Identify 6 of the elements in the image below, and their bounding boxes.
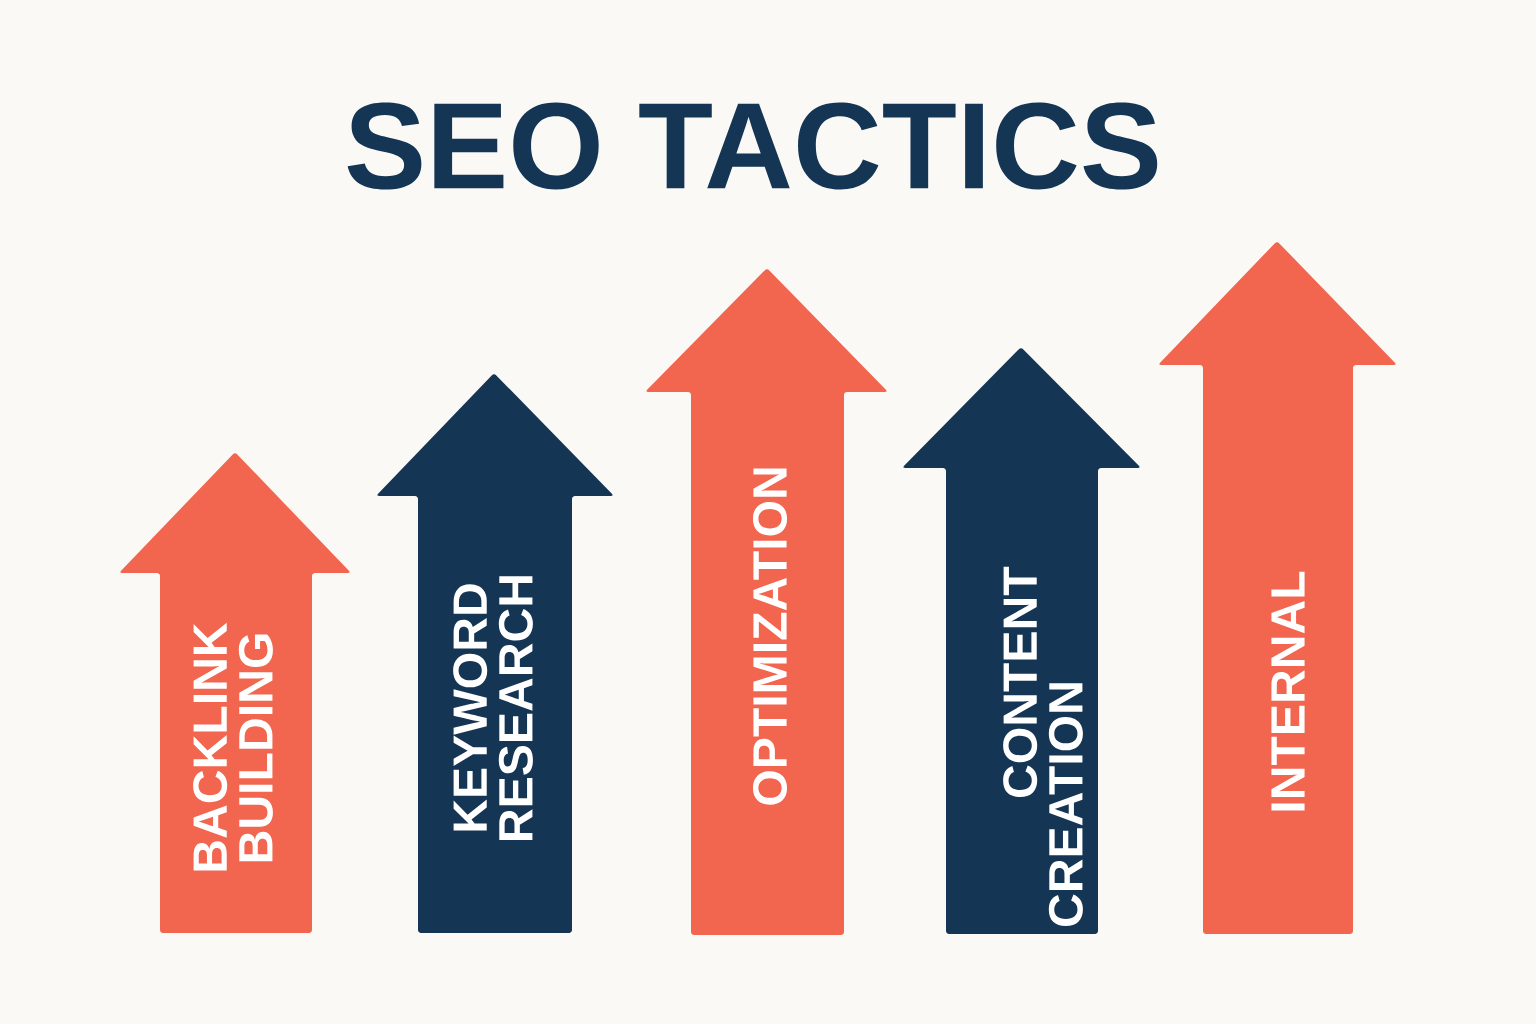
arrow-block: KEYWORD RESEARCH <box>377 374 613 933</box>
arrow-block: INTERNAL <box>1159 242 1396 934</box>
arrow-block: CONTENT CREATION <box>903 348 1140 934</box>
title: SEO TACTICS <box>347 102 1158 190</box>
arrow-block: BACKLINK BUILDING <box>120 453 350 933</box>
arrow-block: OPTIMIZATION <box>646 269 887 935</box>
